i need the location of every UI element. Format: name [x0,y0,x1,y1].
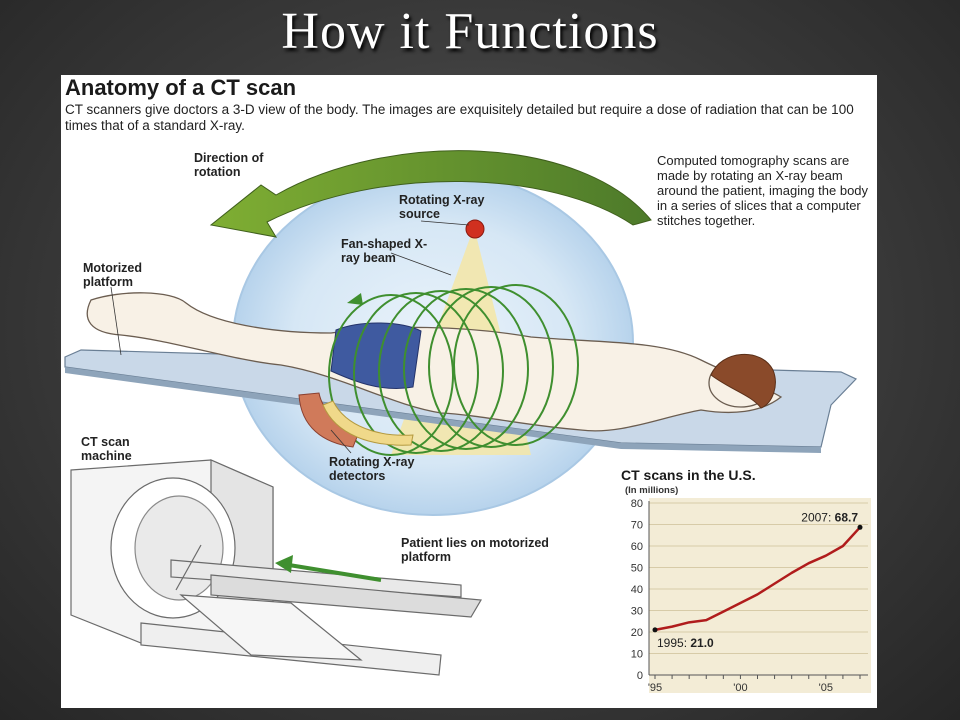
y-tick-label: 40 [631,584,643,596]
label-direction-of-rotation: Direction of rotation [194,151,264,179]
patient-hair [710,354,776,409]
annotation-2007: 2007: 68.7 [801,510,858,524]
chart-grid: 0 10 20 30 40 50 60 70 80 '95 '00 '05 [631,498,868,694]
point-1995 [652,627,658,633]
xray-source [465,219,485,239]
xray-coils [328,284,579,456]
x-tick-label: '00 [733,682,747,694]
ct-machine [70,459,482,676]
chart-plot-area [649,498,871,693]
y-tick-label: 0 [637,670,643,682]
ct-illustration: 0 10 20 30 40 50 60 70 80 '95 '00 '05 1995: 21.0 200… [64,150,871,694]
ct-scans-line [654,526,861,632]
y-tick-label: 50 [631,563,643,575]
y-tick-label: 30 [631,606,643,618]
label-xray-detectors: Rotating X-ray detectors [329,455,415,483]
label-xray-beam: Fan-shaped X-ray beam [341,237,428,265]
label-patient-platform: Patient lies on motorized platform [401,536,549,564]
x-tick-label: '05 [819,682,833,694]
platform-direction-arrow [275,555,382,582]
rotation-arrow [209,150,652,238]
patient-body [86,292,783,432]
label-motorized-platform: Motorized platform [83,261,143,289]
point-2007 [857,524,863,530]
x-tick-label: '95 [648,682,662,694]
infographic-heading: Anatomy of a CT scan [65,75,297,100]
chart-subtitle: (In millions) [625,485,679,496]
y-tick-label: 70 [631,520,643,532]
ct-infographic: 0 10 20 30 40 50 60 70 80 '95 '00 '05 1995: 21.0 200… [61,75,877,708]
y-tick-label: 60 [631,541,643,553]
annotation-1995: 1995: 21.0 [657,636,714,650]
explanation-note: Computed tomography scans are made by ro… [657,153,869,228]
chart-title: CT scans in the U.S. [621,467,756,483]
label-ct-machine: CT scan machine [81,435,132,463]
slide-title: How it Functions [281,3,659,60]
y-tick-label: 80 [631,498,643,510]
label-xray-source: Rotating X-ray source [399,193,485,221]
chart-marks: 1995: 21.0 2007: 68.7 [652,510,863,650]
y-tick-label: 10 [631,649,643,661]
y-tick-label: 20 [631,627,643,639]
infographic-subheading: CT scanners give doctors a 3-D view of t… [65,102,854,133]
